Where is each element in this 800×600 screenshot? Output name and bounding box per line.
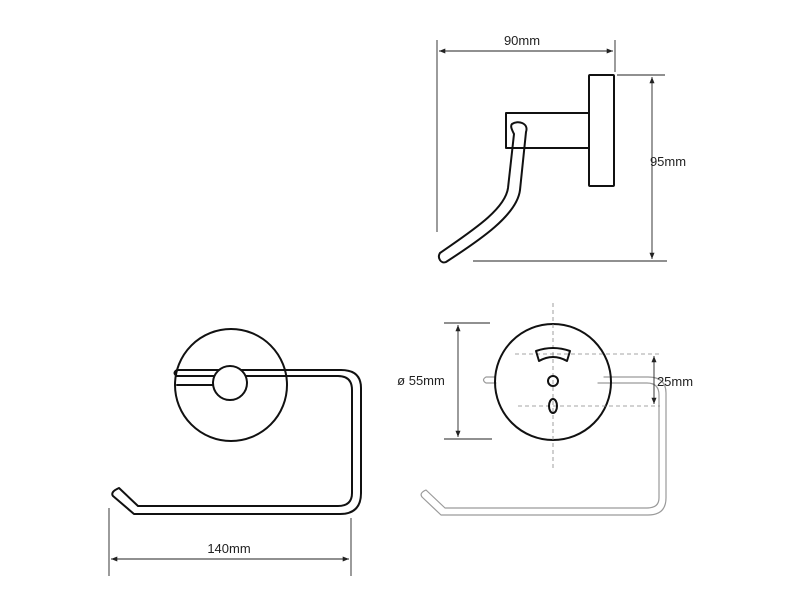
mounting-bar-hidden (420, 376, 667, 516)
lower-screw-slot (548, 398, 558, 414)
front-view (111, 328, 362, 515)
mounting-view (420, 303, 667, 516)
diameter-label: ø 55mm (397, 373, 445, 388)
depth-dimension: 90mm (436, 33, 616, 232)
side-bar (437, 121, 528, 264)
width-dimension: 140mm (108, 508, 352, 576)
front-bar (111, 369, 362, 515)
width-label: 140mm (207, 541, 250, 556)
depth-label: 90mm (504, 33, 540, 48)
mounting-stub-hidden (482, 376, 497, 384)
keyhole-slot (535, 347, 571, 362)
height-dimension: 95mm (473, 74, 686, 262)
front-rosette (174, 328, 288, 442)
offset-dimension: 25mm (651, 356, 693, 404)
front-hub (212, 365, 248, 401)
side-view (437, 74, 615, 264)
side-wall-plate (588, 74, 615, 187)
side-arm (505, 112, 590, 149)
height-label: 95mm (650, 154, 686, 169)
upper-screw-hole (547, 375, 559, 387)
diameter-dimension: ø 55mm (397, 322, 492, 440)
offset-label: 25mm (657, 374, 693, 389)
